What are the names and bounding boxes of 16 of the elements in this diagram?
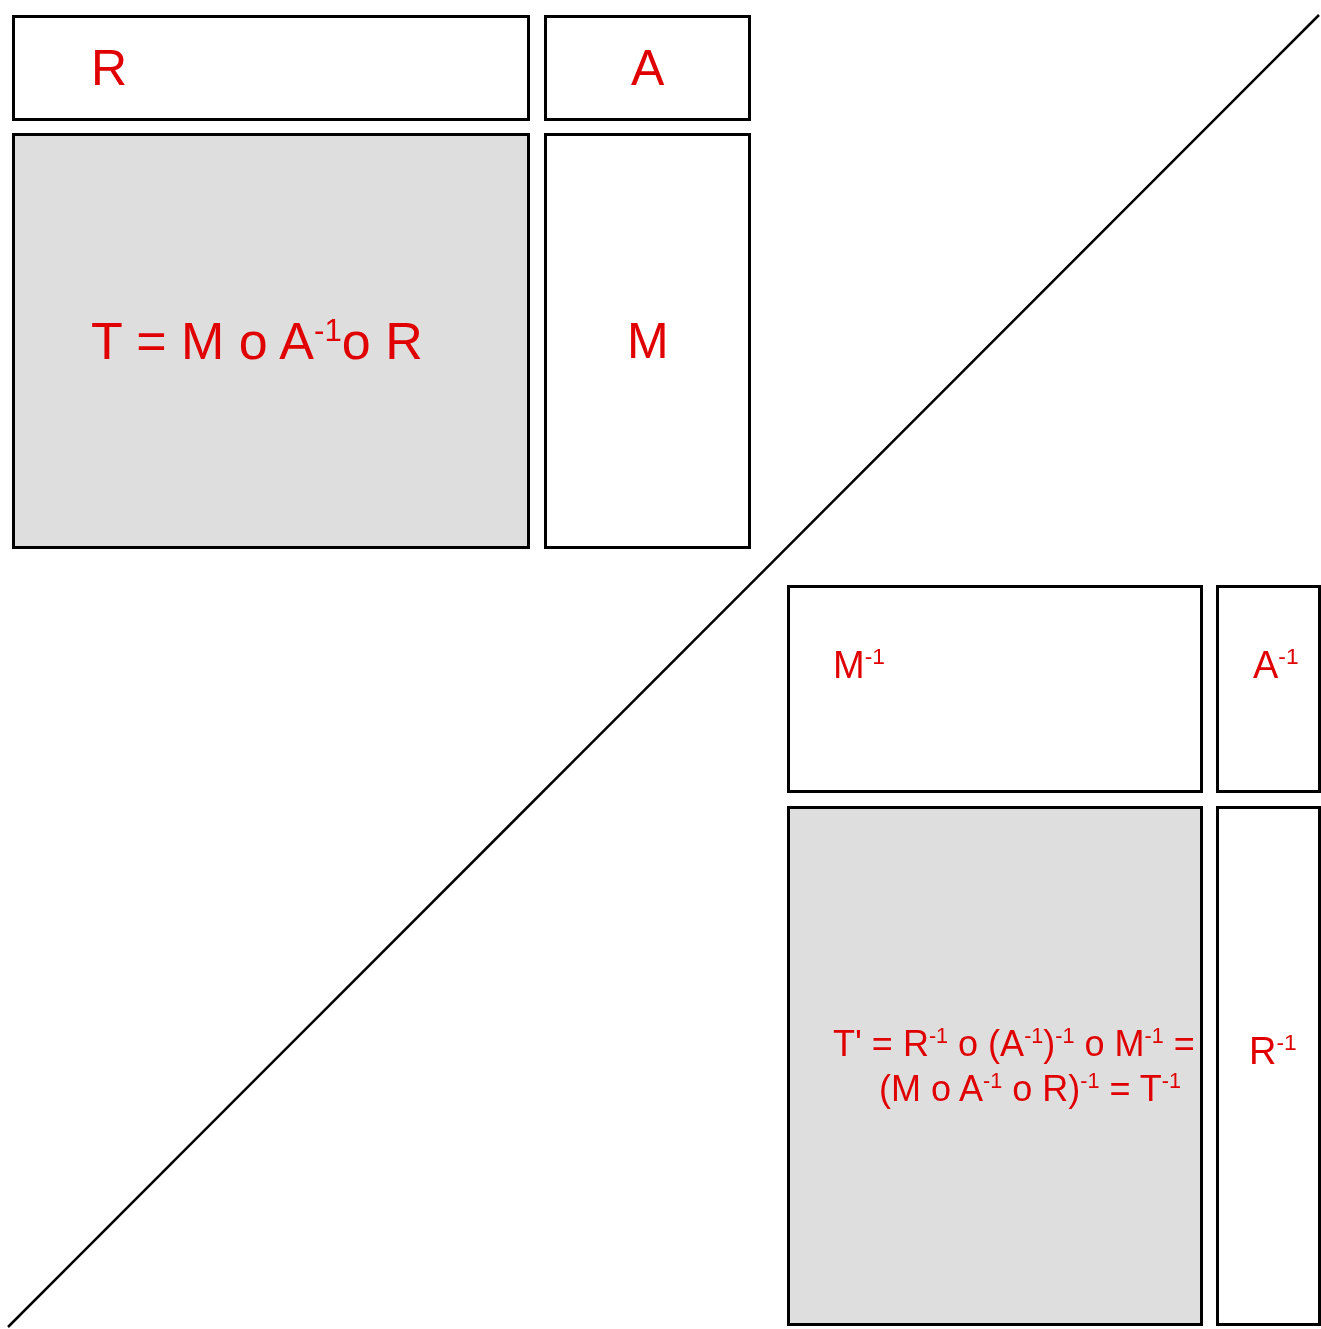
label-box [12,15,530,121]
formula-panel [12,133,530,549]
label-box [1216,585,1321,793]
symbol-label: A [631,39,665,98]
symbol-label: R$^{-1}$ [1249,1029,1297,1074]
label-box [1216,806,1321,1326]
symbol-label: R [91,39,128,98]
symbol-label: M [627,312,669,371]
label-box [544,15,751,121]
symbol-label: A$^{-1}$ [1253,643,1299,688]
label-box [787,585,1203,793]
formula-panel [787,806,1203,1326]
label-box [544,133,751,549]
symbol-label: M$^{-1}$ [833,643,885,688]
formula-text: T = M o A$^{-1}$o R [91,311,423,372]
formula-text: T' = R$^{-1}$ o (A$^{-1}$)$^{-1}$ o M$^{-1}$ = (M o A$^{-1}$ o R)$^{-1}$ = T$^{-1}$ [833,1022,1196,1111]
